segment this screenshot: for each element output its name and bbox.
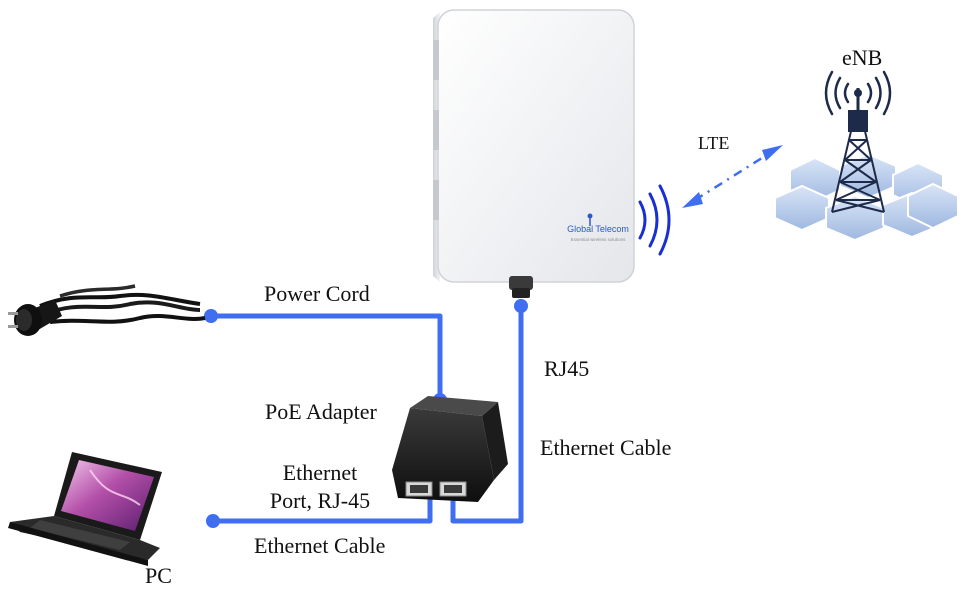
enb-label: eNB <box>842 45 883 70</box>
cpe-clip <box>433 110 439 150</box>
ethernet-cable-right-label: Ethernet Cable <box>540 435 672 460</box>
poe-adapter-label: PoE Adapter <box>265 399 377 424</box>
laptop-screen <box>61 460 154 531</box>
pc-label: PC <box>145 563 172 588</box>
tower-antenna-housing <box>848 110 868 132</box>
enb-tower-icon <box>774 70 959 242</box>
rj45-label: RJ45 <box>544 356 590 381</box>
cpe-rj45-connector <box>509 276 533 298</box>
laptop-keyboard <box>30 520 130 550</box>
cpe-signal-waves-icon <box>638 184 671 256</box>
power-cord-plug-icon <box>8 284 206 336</box>
cpe-tagline-text: Essential wireless solutions <box>571 237 627 242</box>
power-cord-endpoint <box>204 309 218 323</box>
lte-link-arrow <box>682 145 783 208</box>
poe-adapter <box>392 396 508 502</box>
tower-radio-waves-icon <box>824 70 892 116</box>
cpe-clip <box>433 180 439 220</box>
pc-laptop-icon <box>8 452 162 566</box>
ethernet-port-label-line1: Ethernet <box>282 460 358 485</box>
pc-ethernet-endpoint <box>206 514 220 528</box>
cpe-brand-text: Global Telecom <box>567 224 629 234</box>
cpe-rj45-endpoint <box>514 299 528 313</box>
poe-adapter-body <box>392 408 494 502</box>
power-cord-cable <box>211 313 443 400</box>
cables <box>211 306 524 524</box>
hex-cells <box>774 152 959 242</box>
cpe-outdoor-unit: Global Telecom Essential wireless soluti… <box>433 9 635 298</box>
lte-label: LTE <box>698 133 730 153</box>
cpe-clip <box>433 40 439 80</box>
ethernet-cable-bottom-label: Ethernet Cable <box>254 533 386 558</box>
ethernet-cable-to-pc <box>213 490 433 524</box>
ethernet-port-label-line2: Port, RJ-45 <box>269 488 371 513</box>
cpe-logo: Global Telecom Essential wireless soluti… <box>567 213 629 242</box>
power-cord-label: Power Cord <box>264 281 370 306</box>
poe-adapter-top <box>410 396 498 416</box>
ethernet-cable-to-cpe <box>450 306 524 524</box>
